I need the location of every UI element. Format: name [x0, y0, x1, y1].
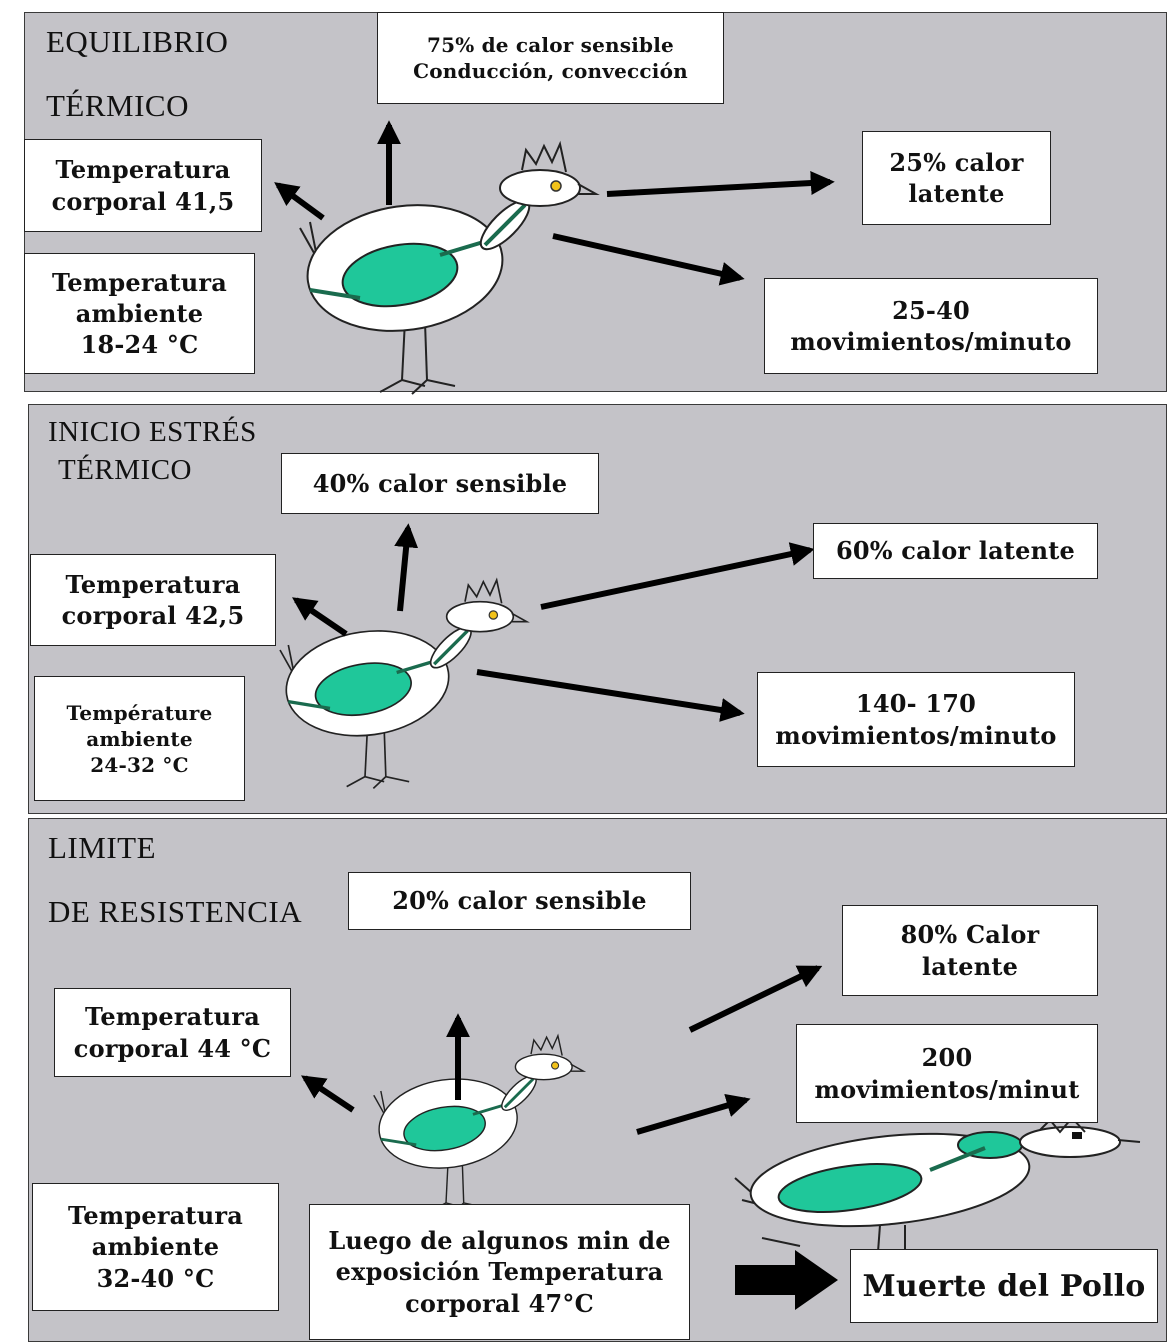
sensible-heat-box-1: 75% de calor sensible Conducción, convec…: [377, 12, 724, 104]
ambient-temp-box-2: Température ambiente 24-32 °C: [34, 676, 245, 801]
chicken-illustration-1: [297, 142, 598, 396]
panel3-title-line1: LIMITE: [48, 830, 157, 865]
dead-chicken-illustration: [734, 1116, 1141, 1259]
death-arrow-icon: [735, 1250, 838, 1310]
breathing-rate-box-3: 200 movimientos/minut: [796, 1024, 1098, 1123]
ambient-temp-box-1: Temperatura ambiente 18-24 °C: [24, 253, 255, 374]
exposure-note-box: Luego de algunos min de exposición Tempe…: [309, 1204, 690, 1340]
sensible-heat-box-3: 20% calor sensible: [348, 872, 691, 930]
latent-heat-box-2: 60% calor latente: [813, 523, 1098, 579]
latent-heat-box-1: 25% calor latente: [862, 131, 1051, 225]
body-temp-box-3: Temperatura corporal 44 °C: [54, 988, 291, 1077]
chicken-death-box: Muerte del Pollo: [850, 1249, 1158, 1323]
panel1-title-line2: TÉRMICO: [46, 88, 189, 123]
breathing-rate-box-1: 25-40 movimientos/minuto: [764, 278, 1098, 374]
panel2-title-line2: TÉRMICO: [58, 454, 192, 486]
body-temp-box-1: Temperatura corporal 41,5: [24, 139, 262, 232]
latent-heat-box-3: 80% Calor latente: [842, 905, 1098, 996]
panel1-title-line1: EQUILIBRIO: [46, 24, 229, 59]
chicken-illustration-3: [373, 1036, 583, 1213]
body-temp-box-2: Temperatura corporal 42,5: [30, 554, 276, 646]
panel3-title-line2: DE RESISTENCIA: [48, 894, 303, 929]
ambient-temp-box-3: Temperatura ambiente 32-40 °C: [32, 1183, 279, 1311]
panel2-title-line1: INICIO ESTRÉS: [48, 416, 257, 448]
sensible-heat-box-2: 40% calor sensible: [281, 453, 599, 514]
breathing-rate-box-2: 140- 170 movimientos/minuto: [757, 672, 1075, 767]
